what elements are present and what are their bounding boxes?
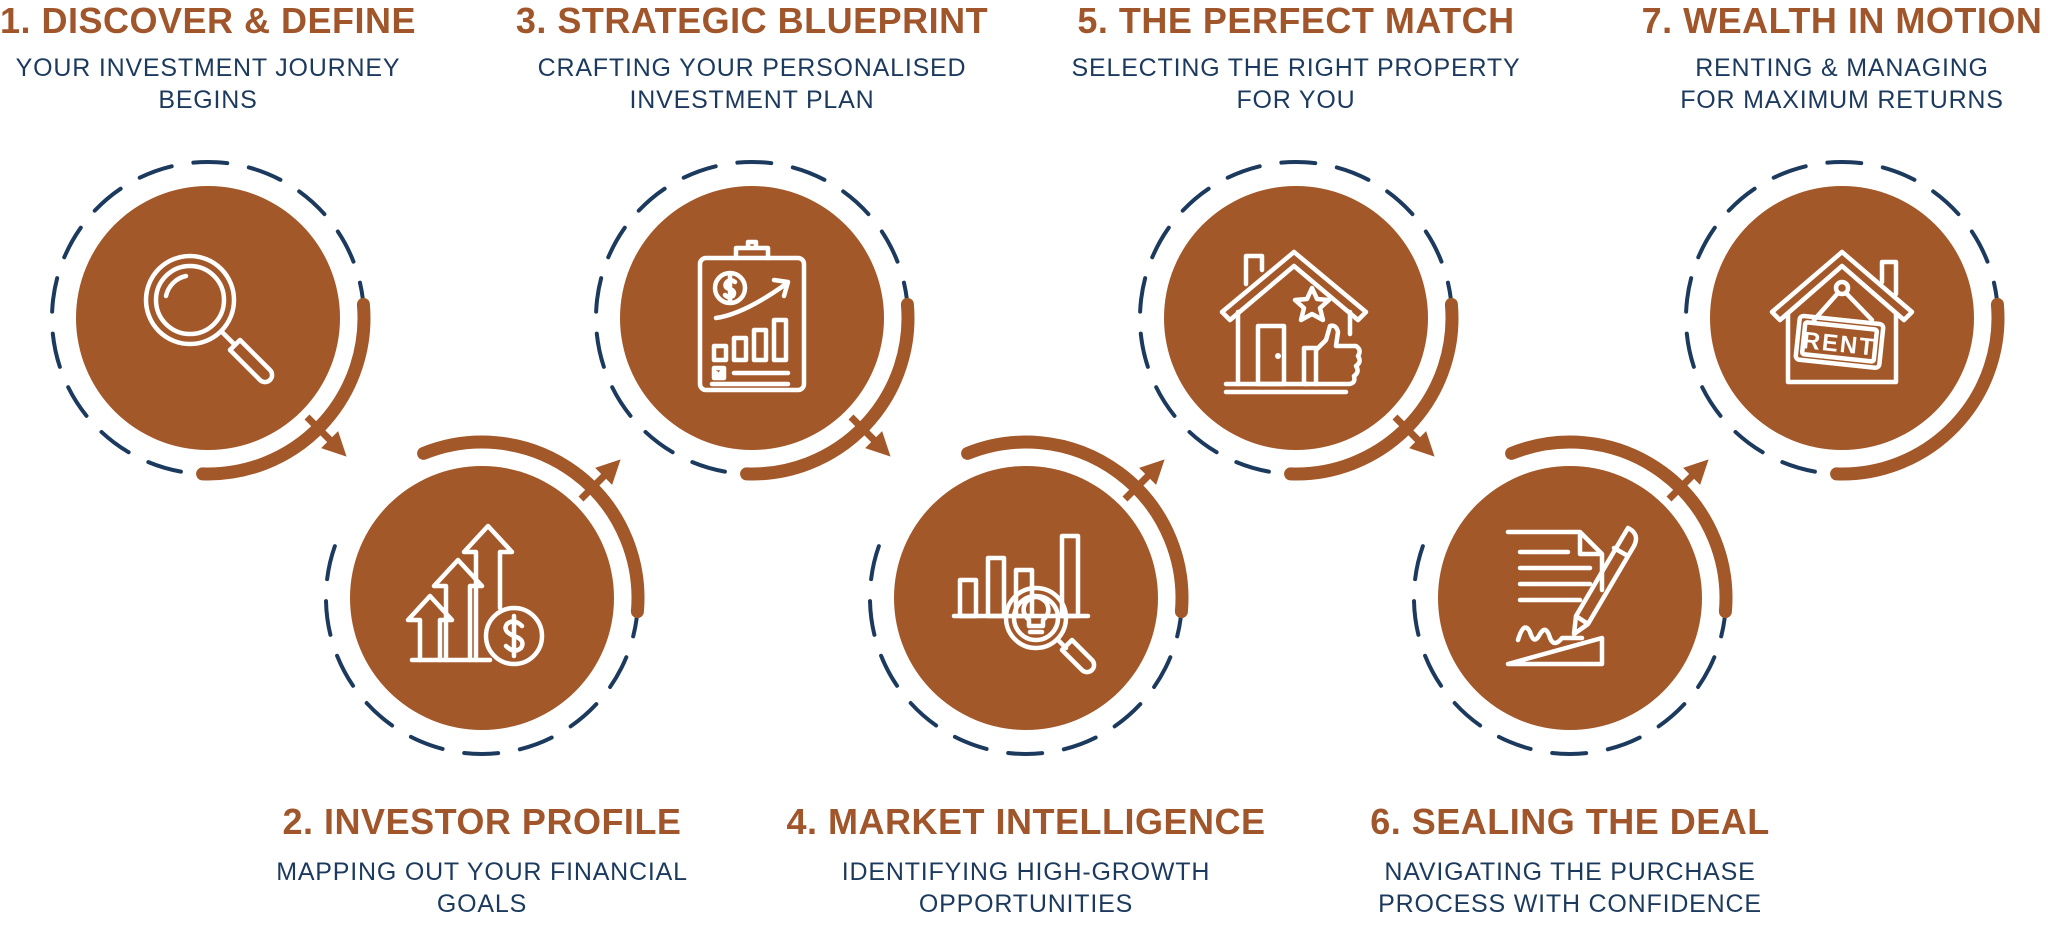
step-6-subtitle: NAVIGATING THE PURCHASE PROCESS WITH CONF…	[1310, 856, 1830, 920]
subtitle-line: NAVIGATING THE PURCHASE	[1384, 858, 1756, 886]
step-5-title: 5. THE PERFECT MATCH	[1077, 0, 1515, 41]
step-3-subtitle: CRAFTING YOUR PERSONALISED INVESTMENT PLA…	[492, 52, 1012, 116]
subtitle-line: OPPORTUNITIES	[918, 890, 1134, 918]
step-4-title: 4. MARKET INTELLIGENCE	[786, 801, 1266, 842]
progress-arc	[196, 297, 371, 481]
step-circle	[350, 466, 614, 730]
subtitle-line: RENTING & MANAGING	[1695, 54, 1989, 82]
magnifying-glass-icon	[143, 253, 275, 385]
subtitle-line: IDENTIFYING HIGH-GROWTH	[841, 858, 1211, 886]
connector-arrow-icon	[1139, 459, 1165, 485]
subtitle-line: CRAFTING YOUR PERSONALISED	[537, 54, 967, 82]
contract-signing-icon	[1505, 525, 1639, 667]
step-circle	[620, 186, 884, 450]
step-5-node	[1138, 159, 1459, 481]
subtitle-line: SELECTING THE RIGHT PROPERTY	[1071, 54, 1521, 82]
connector-arrow-icon	[865, 431, 891, 457]
subtitle-line: BEGINS	[158, 86, 258, 114]
step-4-subtitle: IDENTIFYING HIGH-GROWTH OPPORTUNITIES	[766, 856, 1286, 920]
dashed-ring	[1138, 159, 1454, 474]
step-3-node	[594, 159, 915, 481]
subtitle-line: INVESTMENT PLAN	[629, 86, 875, 114]
house-thumbs-up-icon	[1219, 249, 1369, 395]
step-1-title: 1. DISCOVER & DEFINE	[0, 0, 417, 41]
step-7-title: 7. WEALTH IN MOTION	[1641, 0, 2043, 41]
step-6-node	[1412, 435, 1733, 756]
step-2-title: 2. INVESTOR PROFILE	[282, 801, 682, 842]
dashed-ring	[594, 159, 910, 474]
connector-arrow-icon	[595, 459, 621, 485]
progress-arc	[1284, 297, 1459, 481]
market-chart-lightbulb-icon	[951, 533, 1097, 675]
progress-arc	[961, 435, 1189, 619]
subtitle-line: MAPPING OUT YOUR FINANCIAL	[276, 858, 688, 886]
step-5-subtitle: SELECTING THE RIGHT PROPERTY FOR YOU	[1036, 52, 1556, 116]
progress-arc	[1505, 435, 1733, 619]
dashed-ring	[50, 159, 366, 474]
step-6-title: 6. SEALING THE DEAL	[1370, 801, 1770, 842]
growth-arrows-dollar-icon	[405, 523, 545, 667]
step-1-subtitle: YOUR INVESTMENT JOURNEY BEGINS	[0, 52, 468, 116]
subtitle-line: FOR YOU	[1236, 86, 1356, 114]
subtitle-line: GOALS	[436, 890, 528, 918]
subtitle-line: FOR MAXIMUM RETURNS	[1680, 86, 2004, 114]
step-1-node	[50, 159, 371, 481]
step-circle	[1164, 186, 1428, 450]
progress-arc	[1830, 297, 2005, 481]
step-3-title: 3. STRATEGIC BLUEPRINT	[515, 0, 989, 41]
progress-arc	[417, 435, 645, 619]
step-2-subtitle: MAPPING OUT YOUR FINANCIAL GOALS	[222, 856, 742, 920]
connector-arrow-icon	[321, 431, 347, 457]
rent-sign-house-icon: RENT	[1769, 249, 1915, 385]
subtitle-line: PROCESS WITH CONFIDENCE	[1378, 890, 1762, 918]
dashed-ring	[1684, 159, 2000, 474]
step-7-node: RENT	[1684, 159, 2005, 481]
step-2-node	[324, 435, 645, 756]
clipboard-plan-icon	[697, 239, 807, 393]
step-4-node	[868, 435, 1189, 756]
step-circle	[76, 186, 340, 450]
subtitle-line: YOUR INVESTMENT JOURNEY	[15, 54, 401, 82]
connector-arrow-icon	[1683, 459, 1709, 485]
step-7-subtitle: RENTING & MANAGING FOR MAXIMUM RETURNS	[1582, 52, 2048, 116]
progress-arc	[740, 297, 915, 481]
connector-arrow-icon	[1409, 431, 1435, 457]
